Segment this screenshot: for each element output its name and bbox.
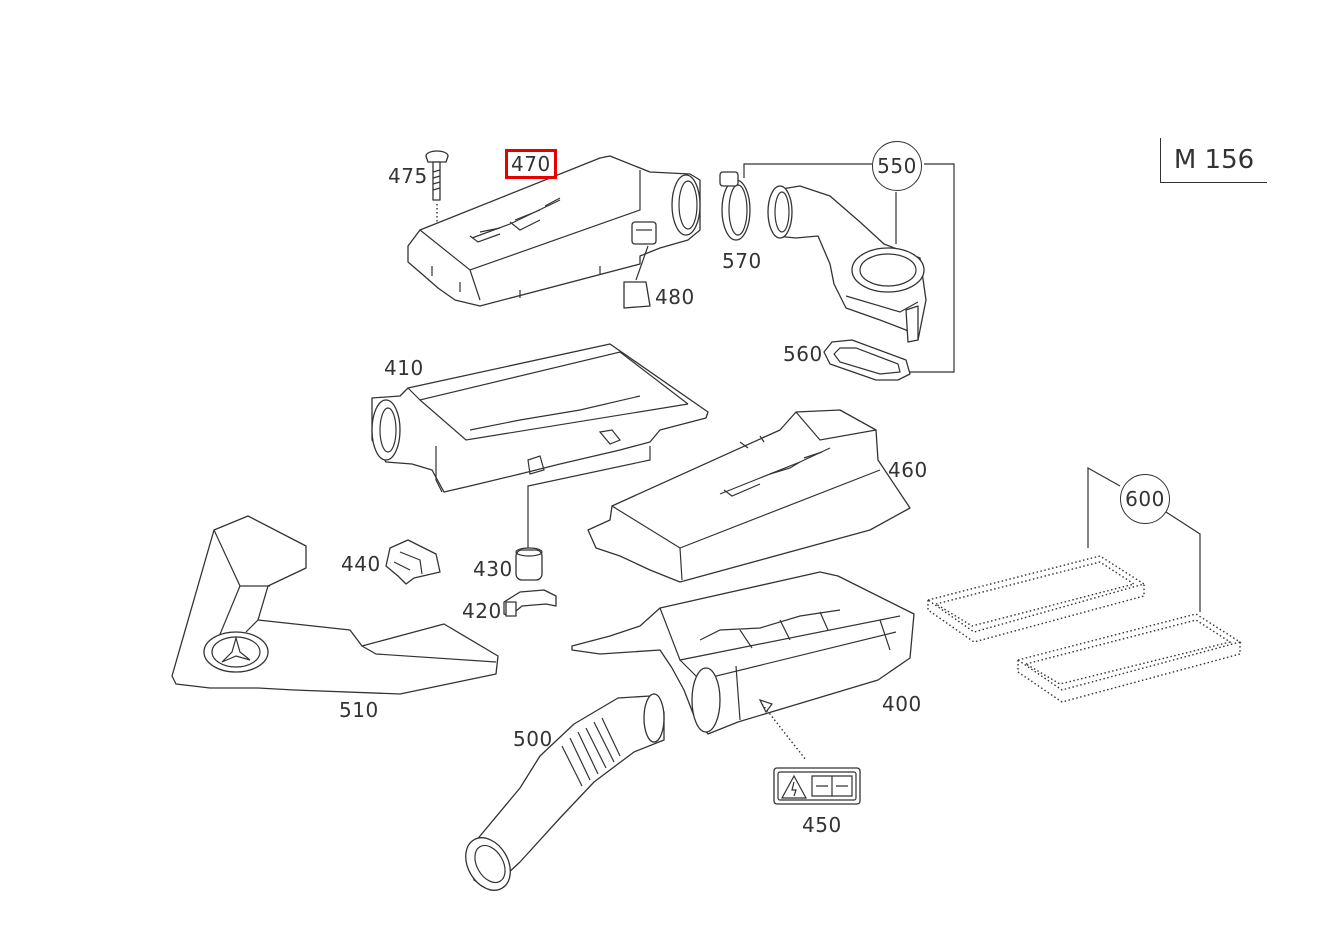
part-label-570[interactable]: 570 [722, 249, 762, 273]
strap-420-drawing[interactable] [504, 590, 556, 616]
engine-cover-510-drawing[interactable] [172, 516, 498, 694]
part-label-475[interactable]: 475 [388, 164, 428, 188]
leader-450 [760, 700, 806, 760]
grommet-430-drawing[interactable] [516, 446, 650, 580]
part-label-480[interactable]: 480 [655, 285, 695, 309]
bracket-440-drawing[interactable] [386, 540, 440, 584]
seal-560-drawing[interactable] [824, 340, 910, 380]
clamp-570-drawing[interactable] [720, 172, 750, 240]
part-label-460[interactable]: 460 [888, 458, 928, 482]
bracket-550-lines [744, 164, 954, 372]
warning-label-450-drawing[interactable] [774, 768, 860, 804]
part-label-600[interactable]: 600 [1120, 474, 1170, 524]
part-label-510[interactable]: 510 [339, 698, 379, 722]
part-label-500[interactable]: 500 [513, 727, 553, 751]
hose-500-drawing[interactable] [457, 694, 664, 898]
intake-pipe-550-drawing[interactable] [768, 186, 926, 342]
part-label-410[interactable]: 410 [384, 356, 424, 380]
clip-480-drawing[interactable] [624, 246, 650, 308]
housing-410-drawing[interactable] [372, 344, 708, 492]
part-label-560[interactable]: 560 [783, 342, 823, 366]
part-label-450[interactable]: 450 [802, 813, 842, 837]
air-cover-470-drawing[interactable] [408, 156, 700, 306]
bolt-475-drawing[interactable] [426, 151, 448, 228]
cover-460-drawing[interactable] [588, 410, 910, 582]
part-label-550[interactable]: 550 [872, 141, 922, 191]
model-designation: M 156 [1160, 138, 1267, 183]
airbox-400-drawing[interactable] [572, 572, 914, 734]
part-label-440[interactable]: 440 [341, 552, 381, 576]
filter-600-drawing[interactable] [928, 468, 1240, 702]
part-label-420[interactable]: 420 [462, 599, 502, 623]
part-label-430[interactable]: 430 [473, 557, 513, 581]
part-label-400[interactable]: 400 [882, 692, 922, 716]
part-label-470[interactable]: 470 [505, 149, 557, 179]
